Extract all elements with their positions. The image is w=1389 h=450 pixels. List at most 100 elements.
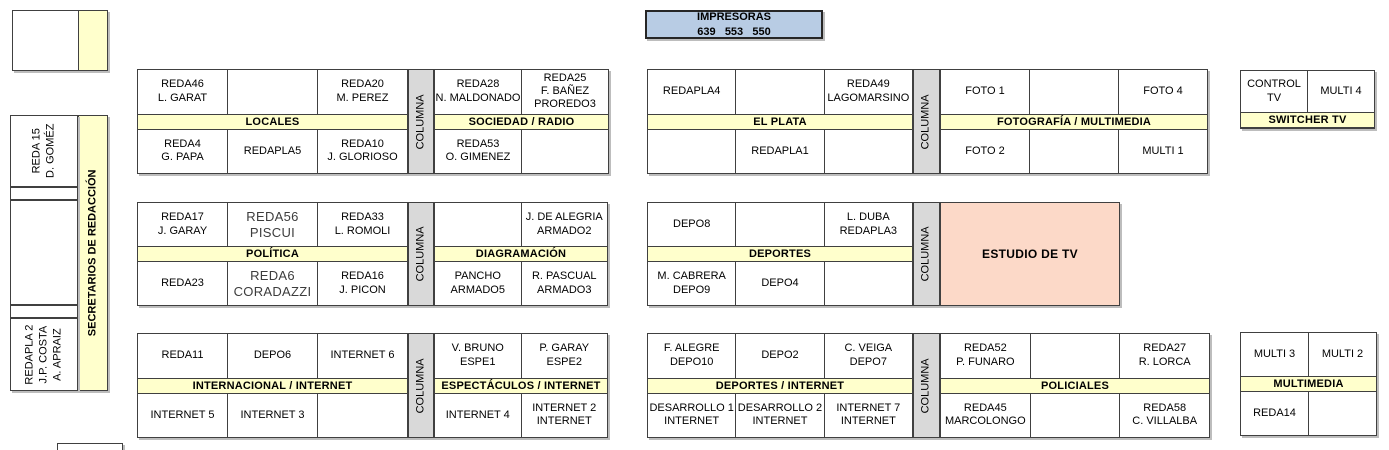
desk-row-top: REDAPLA4 REDA49 LAGOMARSINO [648, 70, 912, 114]
desk-redapla1: REDAPLA1 [735, 129, 823, 173]
desk-depo9: M. CABRERA DEPO9 [657, 270, 726, 296]
desk-row-bottom: FOTO 2 MULTI 1 [941, 129, 1207, 173]
desk-empty [823, 129, 912, 173]
desk-reda25: REDA25 F. BAÑEZ PROREDO3 [521, 70, 608, 114]
desk-reda16: REDA16 J. PICON [317, 262, 407, 305]
desk-empty [648, 130, 735, 174]
desk-depo4: DEPO4 [735, 262, 823, 305]
desk-row-bottom: REDAPLA1 [648, 129, 912, 174]
desk-reda33: REDA33 L. ROMOLI [317, 203, 407, 246]
desk-desarrollo2: DESARROLLO 2 INTERNET [735, 393, 823, 437]
desk-multi3: MULTI 3 [1253, 347, 1296, 360]
desk-foto1: FOTO 1 [965, 85, 1005, 98]
block-locales: REDA46 L. GARAT REDA20 M. PEREZ LOCALES … [137, 69, 408, 174]
desk-multi2: MULTI 2 [1308, 333, 1376, 376]
legend-white-area [13, 11, 78, 70]
desk-row-top: DEPO8 L. DUBA REDAPLA3 [648, 203, 912, 246]
desk-row-bottom: REDA45 MARCOLONGO REDA58 C. VILLALBA [941, 393, 1209, 437]
desk-depo8: DEPO8 [673, 217, 711, 230]
desk-reda46: REDA46 L. GARAT [157, 78, 208, 104]
desk-row-top: REDA11 DEPO6 INTERNET 6 [138, 334, 407, 378]
section-label-policiales: POLICIALES [941, 377, 1209, 394]
desk-redapla4: REDAPLA4 [662, 85, 721, 98]
desk-row-bottom: DESARROLLO 1 INTERNET DESARROLLO 2 INTER… [648, 393, 912, 437]
desk-redapla3: L. DUBA REDAPLA3 [823, 203, 912, 246]
desk-row-top: FOTO 1 FOTO 4 [941, 70, 1207, 114]
desk-foto2: FOTO 2 [965, 144, 1005, 157]
desk-depo7: C. VEIGA DEPO7 [823, 334, 912, 378]
impresoras-title: IMPRESORAS [697, 11, 771, 24]
block-politica: REDA17 J. GARAY REDA56 PISCUI REDA33 L. … [137, 202, 408, 306]
block-diagramacion: J. DE ALEGRIA ARMADO2 DIAGRAMACIÓN PANCH… [434, 202, 608, 306]
columna-pillar-5: COLUMNA [408, 333, 434, 438]
desk-empty [823, 262, 912, 305]
estudio-label: ESTUDIO DE TV [982, 247, 1078, 261]
desk-reda11: REDA11 [161, 349, 204, 362]
columna-label: COLUMNA [414, 357, 427, 414]
desk-empty [1029, 393, 1120, 437]
columna-label: COLUMNA [414, 93, 427, 150]
desk-reda15-label: REDA 15 D. GOMÉZ [30, 123, 56, 179]
secretarios-label: SECRETARIOS DE REDACCIÓN [86, 169, 99, 337]
desk-empty [1029, 129, 1118, 173]
estudio-de-tv: ESTUDIO DE TV [940, 202, 1120, 306]
desk-armado5: PANCHO ARMADO5 [450, 270, 505, 296]
partial-box [57, 443, 123, 450]
columna-pillar-4: COLUMNA [913, 202, 940, 306]
block-switcher-tv: CONTROL TV MULTI 4 SWITCHER TV [1240, 70, 1375, 129]
desk-reda28: REDA28 N. MALDONADO [435, 78, 521, 104]
desk-empty [1029, 334, 1120, 378]
desk-reda52: REDA52 P. FUNARO [956, 342, 1015, 368]
desk-row-bottom: INTERNET 4 INTERNET 2 INTERNET [435, 393, 608, 437]
desk-internet2: INTERNET 2 INTERNET [520, 393, 608, 437]
desk-reda4: REDA4 G. PAPA [161, 137, 204, 164]
desk-reda17: REDA17 J. GARAY [157, 211, 208, 237]
desk-row-bottom: REDA4 G. PAPA REDAPLA5 REDA10 J. GLORIOS… [138, 129, 407, 173]
desk-internet3: INTERNET 3 [227, 393, 317, 437]
rail-spacer-bottom [10, 305, 78, 318]
legend-yellow-area [78, 11, 107, 70]
desk-foto4: FOTO 4 [1118, 70, 1207, 114]
desk-reda6: REDA6 CORADAZZI [227, 262, 317, 305]
desk-multi1: MULTI 1 [1118, 129, 1207, 173]
block-sociedad-radio: REDA28 N. MALDONADO REDA25 F. BAÑEZ PROR… [434, 69, 609, 174]
section-label-deportes: DEPORTES [648, 246, 912, 262]
desk-espe1: V. BRUNO ESPE1 [451, 342, 504, 368]
desk-row-top: MULTI 3 MULTI 2 [1241, 333, 1376, 376]
desk-redapla5: REDAPLA5 [227, 129, 317, 173]
desk-reda23: REDA23 [161, 276, 204, 289]
desk-control-tv: CONTROL TV [1247, 78, 1301, 104]
block-espectaculos-internet: V. BRUNO ESPE1 P. GARAY ESPE2 ESPECTÁCUL… [434, 333, 608, 438]
desk-row-bottom: INTERNET 5 INTERNET 3 [138, 393, 407, 437]
desk-armado2: J. DE ALEGRIA ARMADO2 [520, 203, 608, 246]
desk-row-top: REDA52 P. FUNARO REDA27 R. LORCA [941, 334, 1209, 378]
desk-depo6: DEPO6 [227, 334, 317, 378]
section-label-fotografia: FOTOGRAFÍA / MULTIMEDIA [941, 113, 1207, 130]
columna-pillar-1: COLUMNA [408, 69, 434, 174]
desk-internet6: INTERNET 6 [317, 334, 407, 378]
section-label-multimedia: MULTIMEDIA [1241, 376, 1376, 392]
desk-row-top: REDA28 N. MALDONADO REDA25 F. BAÑEZ PROR… [435, 70, 608, 114]
desk-empty [317, 393, 407, 437]
columna-label: COLUMNA [414, 226, 427, 282]
desk-espe2: P. GARAY ESPE2 [520, 334, 608, 378]
desk-reda14: REDA14 [1253, 406, 1296, 419]
section-label-deportes-internet: DEPORTES / INTERNET [648, 377, 912, 394]
section-label-el-plata: EL PLATA [648, 113, 912, 130]
desk-internet4: INTERNET 4 [445, 408, 510, 421]
desk-reda56: REDA56 PISCUI [227, 203, 317, 246]
desk-reda49: REDA49 LAGOMARSINO [823, 70, 912, 114]
columna-pillar-2: COLUMNA [913, 69, 940, 174]
columna-label: COLUMNA [919, 226, 932, 282]
desk-row-top: V. BRUNO ESPE1 P. GARAY ESPE2 [435, 334, 607, 378]
desk-reda58: REDA58 C. VILLALBA [1119, 393, 1209, 437]
section-label-politica: POLÍTICA [138, 246, 407, 262]
desk-row-bottom: REDA53 O. GIMENEZ [435, 129, 608, 173]
desk-empty [735, 203, 823, 246]
desk-empty [1308, 392, 1376, 435]
desk-empty [735, 70, 823, 114]
desk-multi4: MULTI 4 [1307, 71, 1374, 112]
desk-armado3: R. PASCUAL ARMADO3 [520, 262, 608, 305]
columna-pillar-6: COLUMNA [913, 333, 940, 438]
